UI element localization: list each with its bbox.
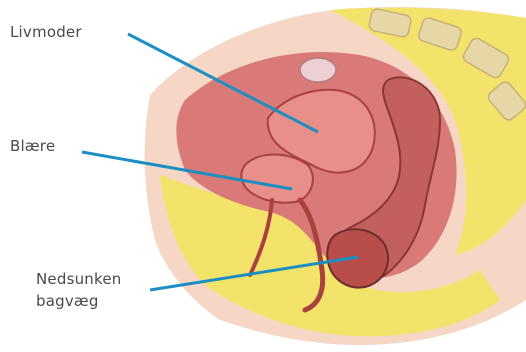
label-uterus: Livmoder — [10, 22, 82, 42]
label-prolapsed-rear-wall: Nedsunken bagvæg — [36, 268, 122, 312]
label-bladder: Blære — [10, 136, 55, 156]
ovary — [300, 58, 336, 82]
